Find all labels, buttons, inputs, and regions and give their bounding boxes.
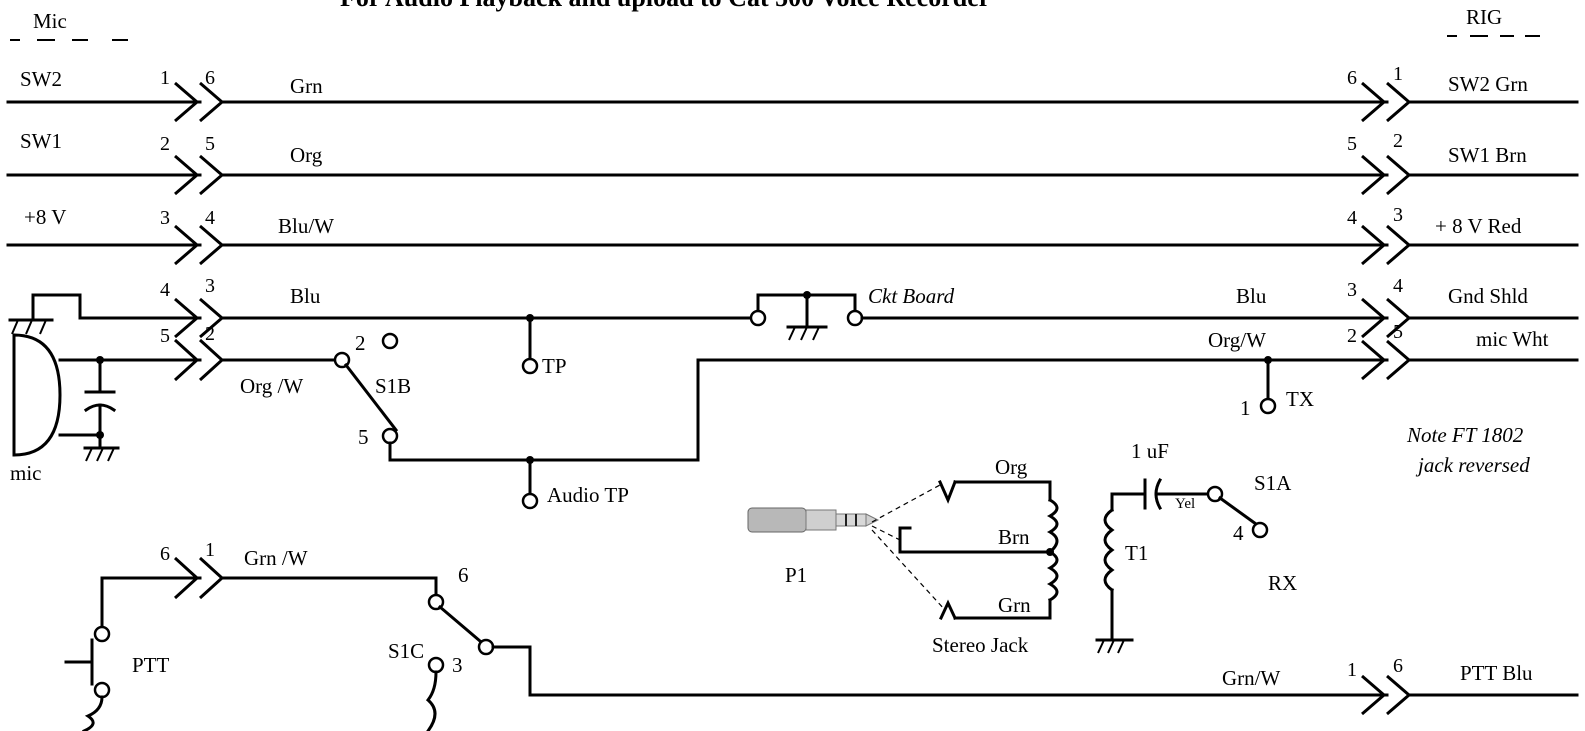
pin-label: 5	[160, 325, 170, 347]
tx-label: TX	[1286, 387, 1314, 411]
yel-label: Yel	[1175, 496, 1195, 512]
note-line2: jack reversed	[1415, 453, 1530, 477]
audio-interface: P1 Org Brn Grn Stereo Jack T1 1 uF Yel S…	[747, 439, 1297, 657]
pin-label: 1	[160, 67, 170, 89]
pin-label: 5	[1347, 133, 1357, 155]
line-ptt: PTT 6 S1C 3 6 1 Grn /W Grn/W 1 6 PTT Blu	[64, 539, 1579, 731]
line-mic: mic 2 S1B 5 Org /W Audio TP 1 TX Org/W 5…	[10, 321, 1579, 510]
pin-label: 4	[160, 279, 170, 301]
p1-label: P1	[785, 563, 807, 587]
line-gnd: TP Ckt Board 4 3 Blu Blu 3 4 Gnd Shld	[8, 275, 1579, 378]
wire-color-label: Grn	[290, 74, 323, 98]
pin-label: 4	[1347, 207, 1357, 229]
sw1-brn-label: SW1 Brn	[1448, 143, 1527, 167]
pin-label: 4	[1393, 275, 1403, 297]
ckt-board-label: Ckt Board	[868, 284, 955, 308]
s1b-pos5-label: 5	[358, 425, 369, 449]
s1b-label: S1B	[375, 374, 411, 398]
wire-color-label: Grn /W	[244, 546, 308, 570]
tx-pos-label: 1	[1240, 396, 1251, 420]
ptt-blu-label: PTT Blu	[1460, 661, 1533, 685]
sw2-label: SW2	[20, 67, 62, 91]
pin-label: 3	[1393, 204, 1403, 226]
diagram-title: For Audio Playback and upload to Cat 500…	[340, 0, 990, 12]
audio-tp-label: Audio TP	[547, 483, 629, 507]
s1c-pos3-label: 3	[452, 653, 463, 677]
pin-label: 6	[1393, 655, 1403, 677]
wire-color-label: Org /W	[240, 374, 303, 398]
wire-color-label: Blu/W	[278, 214, 334, 238]
ptt-label: PTT	[132, 653, 170, 677]
pin-label: 1	[1347, 659, 1357, 681]
wire-color-label: Org/W	[1208, 328, 1266, 352]
line-8v: +8 V 3 4 Blu/W 4 3 + 8 V Red	[6, 204, 1579, 266]
s1a-label: S1A	[1254, 471, 1292, 495]
grn-label: Grn	[998, 593, 1031, 617]
org-label: Org	[995, 455, 1028, 479]
rx-label: RX	[1268, 571, 1297, 595]
pin-label: 3	[160, 207, 170, 229]
plus8v-red-label: + 8 V Red	[1435, 214, 1522, 238]
rig-header: RIG	[1466, 5, 1502, 29]
cap-label: 1 uF	[1131, 439, 1169, 463]
pin-label: 5	[205, 133, 215, 155]
note-line1: Note FT 1802	[1406, 423, 1524, 447]
s1b-pos2-label: 2	[355, 331, 366, 355]
pin-label: 2	[160, 133, 170, 155]
sw2-grn-label: SW2 Grn	[1448, 72, 1528, 96]
pin-label: 1	[1393, 63, 1403, 85]
pin-label: 3	[205, 275, 215, 297]
line-sw2: SW2 1 6 Grn 6 1 SW2 Grn	[6, 63, 1579, 123]
pin-label: 4	[205, 207, 215, 229]
wire-color-label: Org	[290, 143, 323, 167]
gnd-shld-label: Gnd Shld	[1448, 284, 1528, 308]
plus8v-label: +8 V	[24, 205, 66, 229]
line-sw1: SW1 2 5 Org 5 2 SW1 Brn	[6, 129, 1579, 196]
stereo-jack-label: Stereo Jack	[932, 633, 1029, 657]
wire-color-label: Blu	[290, 284, 321, 308]
brn-label: Brn	[998, 525, 1030, 549]
sw1-label: SW1	[20, 129, 62, 153]
tp-label: TP	[542, 354, 567, 378]
s1c-label: S1C	[388, 639, 424, 663]
pin-label: 6	[160, 543, 170, 565]
pin-label: 6	[205, 67, 215, 89]
pin-label: 6	[1347, 67, 1357, 89]
pin-label: 5	[1393, 321, 1403, 343]
wire-color-label: Grn/W	[1222, 666, 1280, 690]
wire-color-label: Blu	[1236, 284, 1267, 308]
pin-label: 2	[205, 323, 215, 345]
p1-plug-icon	[747, 507, 880, 533]
pin-label: 2	[1393, 130, 1403, 152]
s1c-pos6-label: 6	[458, 563, 469, 587]
t1-label: T1	[1125, 541, 1148, 565]
pin-label: 2	[1347, 325, 1357, 347]
pin-label: 3	[1347, 279, 1357, 301]
s1a-pos-label: 4	[1233, 521, 1244, 545]
pin-label: 1	[205, 539, 215, 561]
mic-header: Mic	[33, 9, 67, 33]
mic-label: mic	[10, 461, 42, 485]
mic-wht-label: mic Wht	[1476, 327, 1549, 351]
